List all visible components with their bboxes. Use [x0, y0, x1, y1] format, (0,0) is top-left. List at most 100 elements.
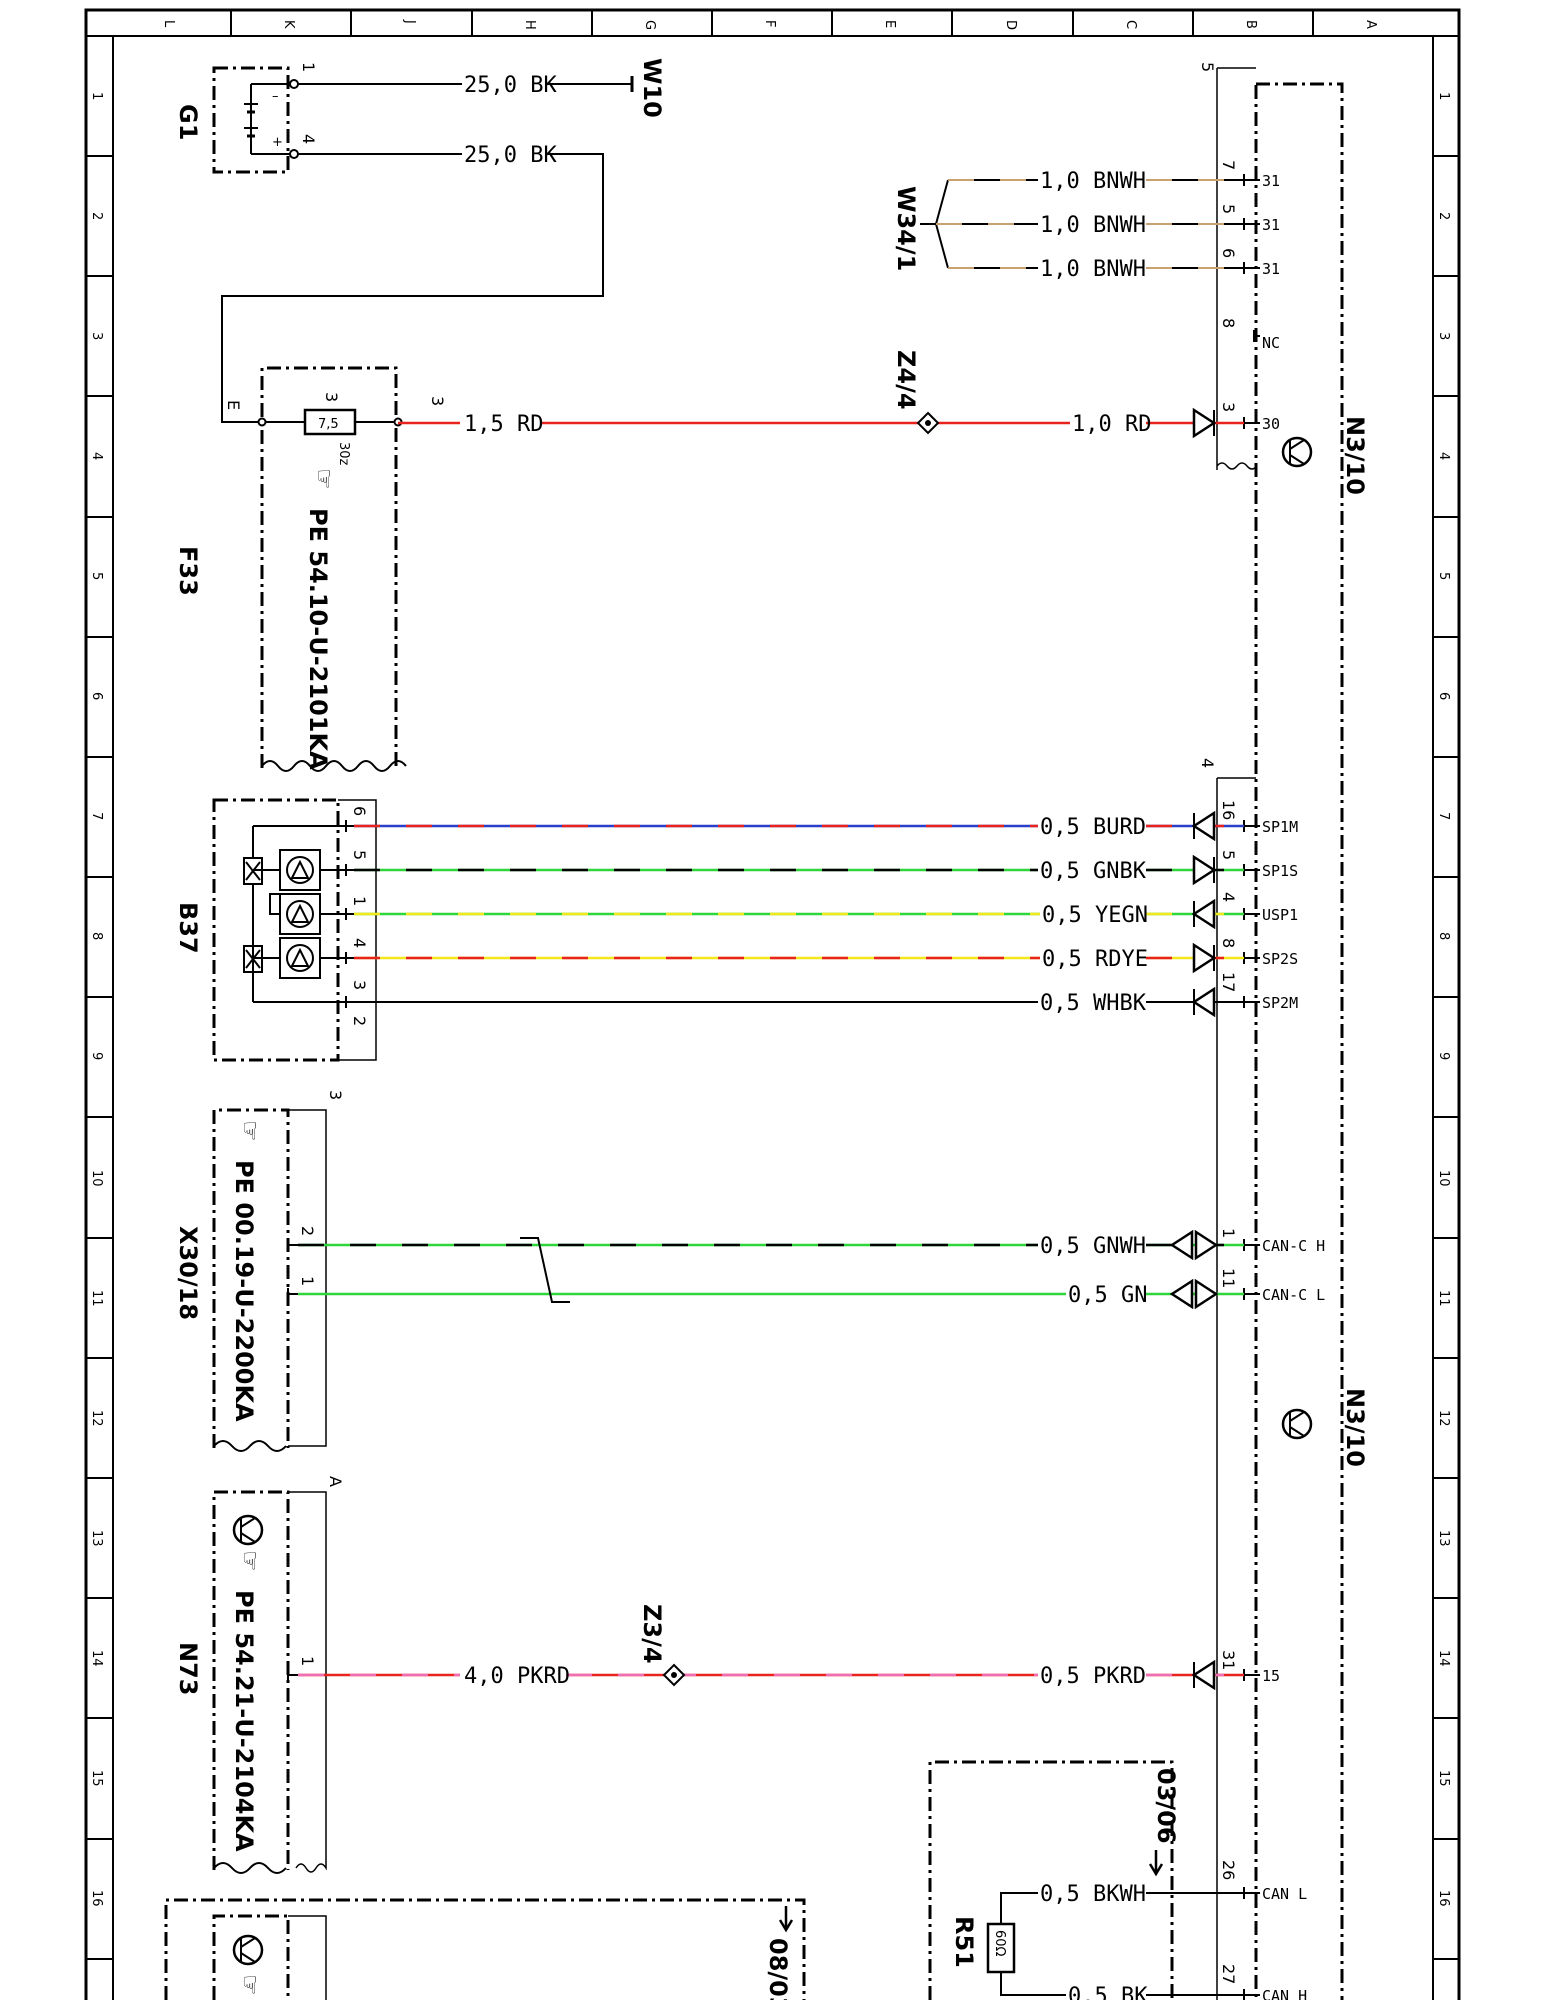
component-label: R51: [950, 1916, 978, 1968]
pin-number: 1: [350, 896, 369, 906]
wire-can-c-h: 0,5 GNWH: [298, 1229, 1244, 1261]
pin-name: SP1M: [1262, 818, 1298, 836]
row-number: 4: [1436, 452, 1451, 460]
wire-label: 0,5 GN: [1068, 1283, 1147, 1308]
row-number: 9: [89, 1052, 104, 1060]
col-letter: B: [1243, 20, 1258, 29]
f33-fuse-box: 7,5 E 3 30z 3 ☞ PE 54.10-U-2101KA F33: [174, 366, 447, 772]
r51-termination: 03/06 60Ω R51 0,5 BKWH 0,5 BK: [928, 1760, 1244, 2000]
row-number: 7: [89, 812, 104, 820]
connector-number: 3: [326, 1090, 345, 1100]
reference-icon: ☞: [310, 468, 338, 490]
pin-number: 31: [1219, 1650, 1238, 1670]
component-label: B37: [174, 902, 202, 954]
col-letter: D: [1003, 20, 1018, 30]
pin-number: 3: [350, 980, 369, 990]
row-number: 4: [89, 452, 104, 460]
col-letter: G: [642, 20, 657, 30]
row-number: 13: [89, 1530, 104, 1547]
pin-number: 16: [1219, 800, 1238, 820]
reference-label: PE 54.10-U-2101KA: [304, 508, 332, 770]
component-label: F33: [174, 546, 202, 596]
pin-number: 30z: [336, 442, 351, 466]
pin-number: E: [224, 400, 243, 410]
wire-w34-c: 1,0 BNWH: [948, 257, 1244, 282]
row-number: 14: [89, 1650, 104, 1667]
wire-label: 0,5 BK: [1068, 1984, 1148, 2000]
wire-label: 0,5 GNWH: [1040, 1234, 1146, 1259]
row-number: 2: [89, 212, 104, 220]
pin-number: 5: [1219, 204, 1238, 214]
wire-sp2s: 0,5 RDYE: [354, 942, 1244, 974]
n73-module: A ☞ PE 54.21-U-2104KA 1 N73: [174, 1476, 345, 1874]
sensor-icon: [243, 820, 354, 1008]
wire-sp2m: 0,5 WHBK: [354, 986, 1244, 1018]
twisted-pair-icon: [520, 1237, 570, 1303]
pin-number: 4: [299, 134, 318, 144]
resistor-icon: 60Ω: [986, 1922, 1016, 1974]
reference-label: 08/03: [764, 1938, 792, 2000]
pin-name: 15: [1262, 1667, 1280, 1685]
pin-name: NC: [1262, 334, 1280, 352]
row-number: 16: [1436, 1890, 1451, 1907]
reference-label: PE 00.19-U-2200KA: [230, 1160, 258, 1422]
arrow-down-icon: [1148, 1850, 1164, 1877]
row-number: 15: [89, 1770, 104, 1787]
col-letter: E: [882, 20, 897, 28]
pin-name: CAN-C H: [1262, 1237, 1325, 1255]
wire-label: 1,0 BNWH: [1040, 213, 1146, 238]
plus-sign: +: [272, 135, 283, 150]
wire-label: 0,5 RDYE: [1042, 947, 1148, 972]
row-number: 15: [1436, 1770, 1451, 1787]
reference-icon: ☞: [236, 1550, 264, 1572]
reference-icon: ☞: [236, 1974, 264, 1996]
row-number: 6: [1436, 692, 1451, 700]
pin-name: SP2S: [1262, 950, 1298, 968]
pin-number: 1: [298, 1656, 317, 1666]
component-label: X30/18: [174, 1226, 202, 1320]
wire-n73-15: 4,0 PKRD 0,5 PKRD Z3/4: [298, 1604, 1244, 1691]
wire-label: 1,0 BNWH: [1040, 257, 1146, 282]
wire-label: 1,0 RD: [1072, 412, 1151, 437]
wire-label: 0,5 BURD: [1040, 815, 1146, 840]
row-number: 12: [1436, 1410, 1451, 1427]
pin-number: 27: [1219, 1964, 1238, 1984]
wire-g1-w10: 25,0 BK W10: [298, 58, 666, 118]
fuse-icon: 7,5: [262, 408, 398, 436]
row-number: 5: [89, 572, 104, 580]
pin-number: 3: [322, 392, 341, 402]
transistor-icon: [232, 1514, 264, 1546]
transistor-icon: [1281, 1408, 1313, 1440]
row-number: 12: [89, 1410, 104, 1427]
resistor-value: 60Ω: [992, 1930, 1007, 1957]
row-number: 13: [1436, 1530, 1451, 1547]
wire-label: 25,0 BK: [464, 73, 557, 98]
col-letter: J: [402, 19, 417, 24]
component-label: Z4/4: [892, 350, 920, 410]
n3-10-module: 5 4 N3/10 N3/10: [1198, 62, 1369, 2000]
pin-name: SP1S: [1262, 862, 1298, 880]
pin-number: 4: [1219, 892, 1238, 902]
wire-g1-f33: [221, 153, 604, 423]
pin-name: 31: [1262, 216, 1280, 234]
pin-number: 2: [350, 1016, 369, 1026]
pin-number: 5: [1219, 850, 1238, 860]
wire-label: 0,5 GNBK: [1040, 859, 1147, 884]
pin-number: 2: [298, 1226, 317, 1236]
row-number: 10: [89, 1170, 104, 1187]
pin-number: 11: [1219, 1268, 1238, 1288]
wire-label: 0,5 WHBK: [1040, 991, 1147, 1016]
pin-number: 6: [1219, 248, 1238, 258]
wire-f33-n3-30: 1,5 RD 1,0 RD Z4/4: [398, 350, 1244, 439]
row-number: 6: [89, 692, 104, 700]
col-letter: L: [161, 20, 176, 28]
col-letter: F: [762, 20, 777, 27]
g1-battery: – + 1 4 G1: [174, 62, 318, 174]
row-number: 14: [1436, 1650, 1451, 1667]
bottom-left-module: ☞ 08/03: [164, 1898, 806, 2000]
row-number: 16: [89, 1890, 104, 1907]
pin-number: 3: [428, 396, 447, 406]
wire-label: 1,0 BNWH: [1040, 169, 1146, 194]
pin-number: 5: [350, 850, 369, 860]
